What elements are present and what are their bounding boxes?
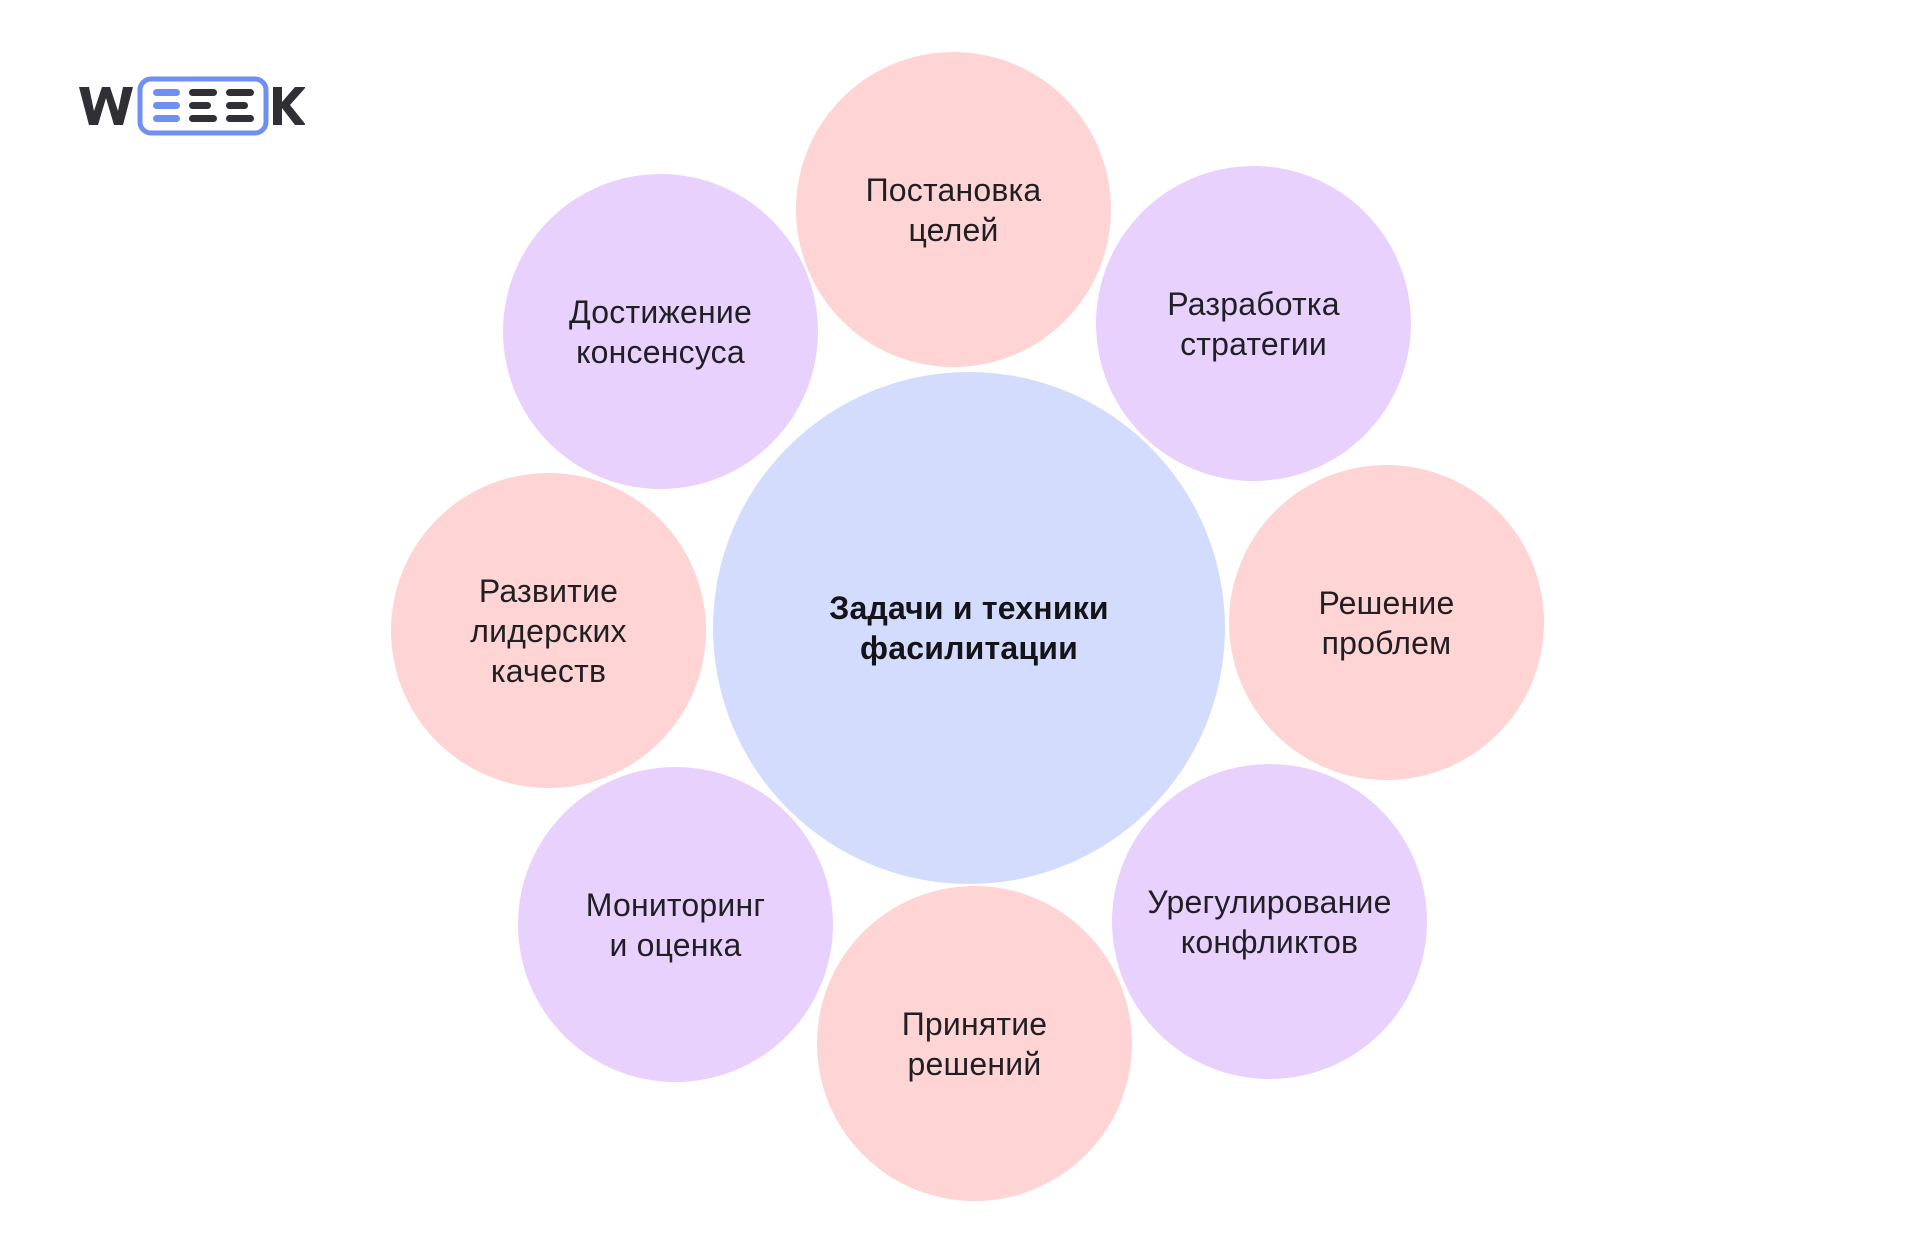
center-topic-line-2: фасилитации xyxy=(860,630,1078,666)
node-strategy-development-line-2: стратегии xyxy=(1180,325,1327,362)
node-problem-solving-line-2: проблем xyxy=(1321,624,1452,661)
node-decision-making-line-1: Принятие xyxy=(901,1005,1048,1042)
node-goal-setting-line-1: Постановка xyxy=(865,171,1042,208)
node-consensus-building-line-1: Достижение xyxy=(569,293,752,330)
node-leadership-development-line-1: Развитие xyxy=(478,572,619,609)
node-strategy-development-line-1: Разработка xyxy=(1167,285,1340,322)
node-consensus-building-line-2: консенсуса xyxy=(576,333,745,370)
node-conflict-resolution: Урегулирование конфликтов xyxy=(1112,764,1427,1079)
node-leadership-development-label: Развитие лидерских качеств xyxy=(456,571,641,691)
node-consensus-building: Достижение консенсуса xyxy=(503,174,818,489)
node-leadership-development-line-2: лидерских xyxy=(470,612,627,649)
node-conflict-resolution-label: Урегулирование конфликтов xyxy=(1133,882,1405,962)
node-problem-solving-line-1: Решение xyxy=(1318,584,1455,621)
node-monitoring-evaluation: Мониторинг и оценка xyxy=(518,767,833,1082)
node-monitoring-evaluation-label: Мониторинг и оценка xyxy=(572,885,779,965)
center-topic-line-1: Задачи и техники xyxy=(829,590,1109,626)
node-decision-making-line-2: решений xyxy=(907,1045,1042,1082)
node-conflict-resolution-line-1: Урегулирование xyxy=(1147,883,1392,920)
node-conflict-resolution-line-2: конфликтов xyxy=(1180,923,1359,960)
node-monitoring-evaluation-line-1: Мониторинг xyxy=(585,886,766,923)
node-problem-solving-label: Решение проблем xyxy=(1305,583,1469,663)
center-topic-label: Задачи и техники фасилитации xyxy=(815,588,1123,668)
weeek-logo-mark xyxy=(79,76,306,136)
node-decision-making-label: Принятие решений xyxy=(888,1004,1062,1084)
node-leadership-development-line-3: качеств xyxy=(490,652,607,689)
node-goal-setting: Постановка целей xyxy=(796,52,1111,367)
node-goal-setting-label: Постановка целей xyxy=(852,170,1056,250)
node-strategy-development: Разработка стратегии xyxy=(1096,166,1411,481)
node-decision-making: Принятие решений xyxy=(817,886,1132,1201)
weeek-logo xyxy=(77,76,306,136)
node-strategy-development-label: Разработка стратегии xyxy=(1153,284,1354,364)
center-topic: Задачи и техники фасилитации xyxy=(713,372,1225,884)
node-problem-solving: Решение проблем xyxy=(1229,465,1544,780)
node-goal-setting-line-2: целей xyxy=(908,211,999,248)
node-leadership-development: Развитие лидерских качеств xyxy=(391,473,706,788)
node-consensus-building-label: Достижение консенсуса xyxy=(555,292,766,372)
node-monitoring-evaluation-line-2: и оценка xyxy=(609,926,742,963)
